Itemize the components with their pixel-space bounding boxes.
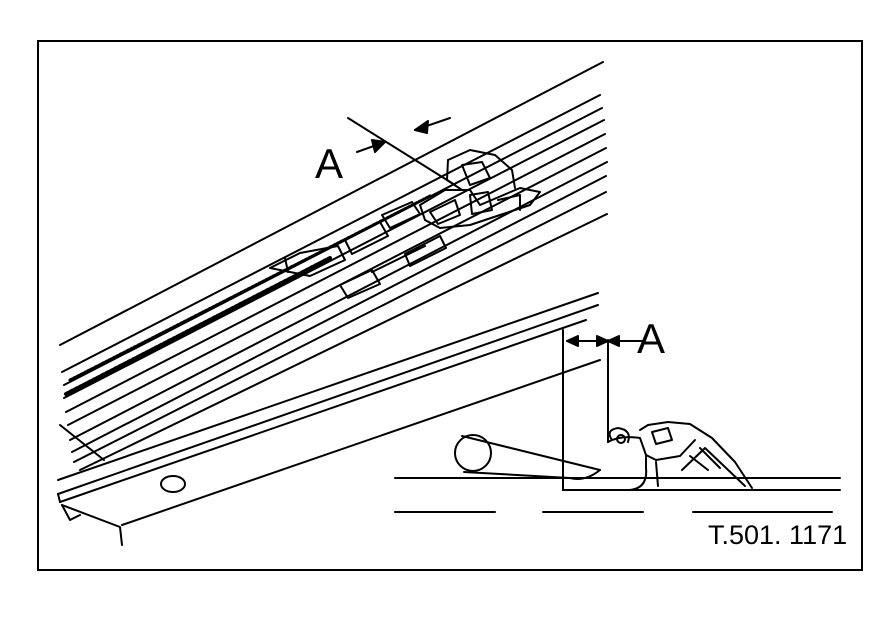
rail-assembly [57, 61, 608, 546]
detail-section-view [394, 329, 841, 513]
reference-code: T.501. 1171 [708, 520, 848, 550]
dimension-label-a-detail: A [637, 315, 666, 362]
dimension-label-a-top: A [315, 140, 344, 187]
figure-border [37, 40, 863, 571]
top-dimension-arrows [347, 117, 456, 186]
